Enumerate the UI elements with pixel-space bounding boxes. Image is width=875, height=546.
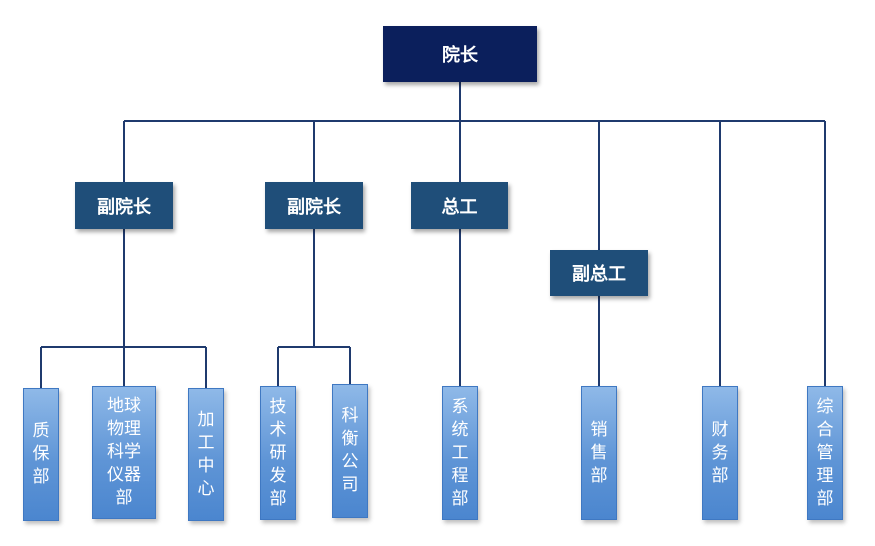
department-box-quality: 质 保 部 xyxy=(23,388,59,521)
vice-president-box-1: 副院长 xyxy=(75,182,173,229)
deputy-chief-engineer-box: 副总工 xyxy=(550,250,648,296)
president-box: 院长 xyxy=(383,26,537,82)
department-box-system-engineering: 系 统 工 程 部 xyxy=(442,386,478,520)
deputy-chief-engineer-label: 副总工 xyxy=(572,264,626,285)
department-label-rnd: 技 术 研 发 部 xyxy=(269,396,287,509)
department-label-system-engineering: 系 统 工 程 部 xyxy=(451,396,469,509)
chief-engineer-label: 总工 xyxy=(441,196,478,218)
department-label-quality: 质 保 部 xyxy=(32,421,50,487)
department-label-geophysics-instruments: 地球 物理 科学 仪器 部 xyxy=(107,396,141,508)
department-box-general-management: 综 合 管 理 部 xyxy=(807,386,843,520)
department-box-keheng-company: 科 衡 公 司 xyxy=(332,384,368,518)
department-box-geophysics-instruments: 地球 物理 科学 仪器 部 xyxy=(92,386,156,519)
chief-engineer-box: 总工 xyxy=(411,182,508,229)
department-label-general-management: 综 合 管 理 部 xyxy=(816,396,834,509)
vice-president-label-1: 副院长 xyxy=(97,196,151,218)
vice-president-box-2: 副院长 xyxy=(265,182,363,229)
department-box-sales: 销 售 部 xyxy=(581,386,617,520)
vice-president-label-2: 副院长 xyxy=(287,196,341,218)
department-box-machining-center: 加 工 中 心 xyxy=(188,388,224,521)
department-label-machining-center: 加 工 中 心 xyxy=(197,409,215,499)
department-box-rnd: 技 术 研 发 部 xyxy=(260,386,296,520)
department-label-sales: 销 售 部 xyxy=(590,419,608,486)
department-box-finance: 财 务 部 xyxy=(702,386,738,520)
department-label-finance: 财 务 部 xyxy=(711,419,729,486)
president-label: 院长 xyxy=(442,45,478,66)
department-label-keheng-company: 科 衡 公 司 xyxy=(341,406,359,495)
